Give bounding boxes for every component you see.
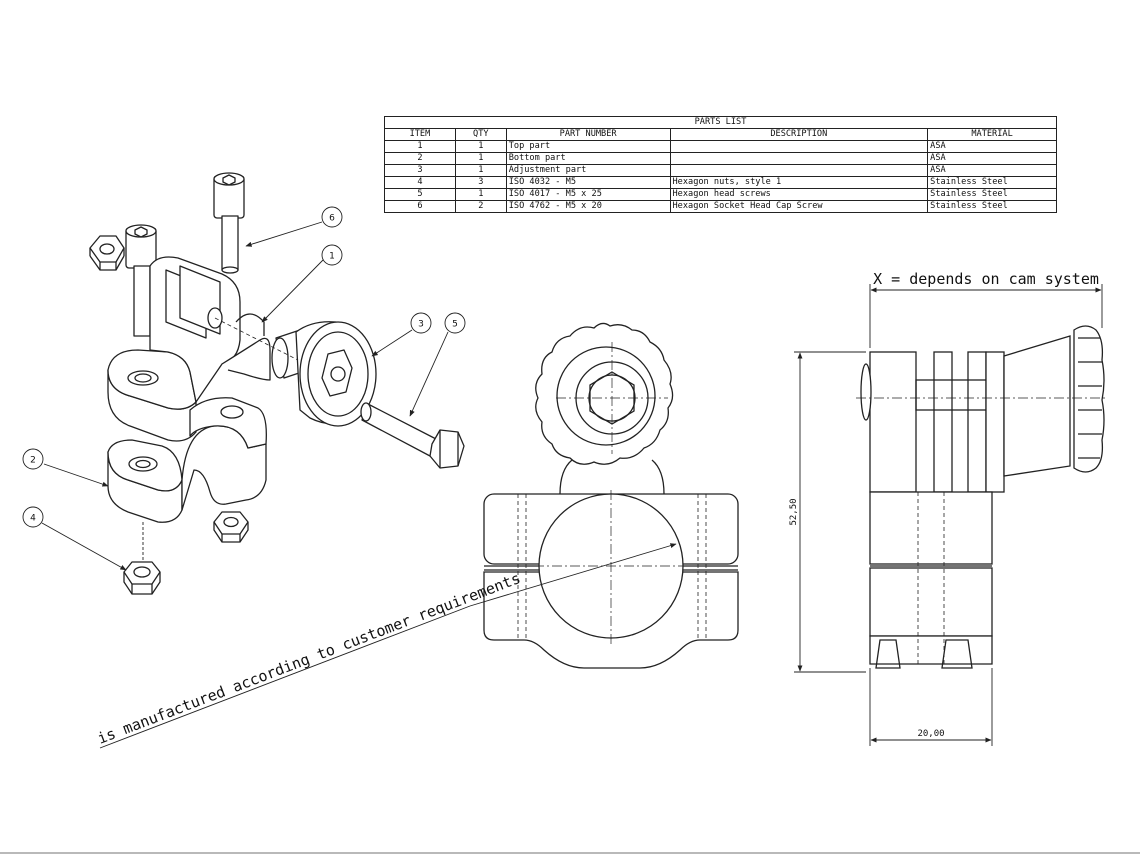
cell-material: ASA [927, 164, 1057, 177]
cell-qty: 3 [454, 176, 507, 189]
header-part-number: PART NUMBER [505, 128, 671, 141]
dimensions [794, 284, 1103, 746]
table-row: 3 1 Adjustment part ASA [384, 164, 1057, 177]
cell-item: 3 [384, 164, 456, 177]
cell-material: Stainless Steel [927, 188, 1057, 201]
hex-nut-top-left [89, 235, 125, 271]
front-view [483, 322, 739, 669]
balloons [22, 206, 466, 528]
side-knob [1073, 325, 1105, 473]
hex-head-screw-5 [360, 402, 465, 469]
cell-qty: 1 [454, 140, 507, 153]
cell-part-number: ISO 4017 - M5 x 25 [505, 188, 671, 201]
balloon-1-label: 1 [329, 252, 335, 262]
cell-material: ASA [927, 152, 1057, 165]
balloon-3 [410, 312, 432, 334]
cell-part-number: ISO 4032 - M5 [505, 176, 671, 189]
page-bottom-rule [0, 852, 1140, 854]
header-qty: QTY [454, 128, 507, 141]
parts-list-header-row: ITEM QTY PART NUMBER DESCRIPTION MATERIA… [384, 128, 1057, 141]
cell-description: Hexagon Socket Head Cap Screw [669, 200, 929, 213]
cap-screw-6-upper [213, 172, 245, 274]
balloon-5-label: 5 [452, 320, 458, 330]
x-dimension-text: X = depends on cam system [873, 270, 1099, 288]
cell-item: 2 [384, 152, 456, 165]
balloon-6 [321, 206, 343, 228]
balloon-5 [444, 312, 466, 334]
cell-qty: 2 [454, 200, 507, 213]
isometric-exploded-view [89, 172, 465, 595]
table-row: 5 1 ISO 4017 - M5 x 25 Hexagon head scre… [384, 188, 1057, 201]
balloon-1 [321, 244, 343, 266]
cell-item: 4 [384, 176, 456, 189]
table-row: 2 1 Bottom part ASA [384, 152, 1057, 165]
cell-item: 6 [384, 200, 456, 213]
balloon-3-label: 3 [418, 320, 424, 330]
cell-qty: 1 [454, 164, 507, 177]
cell-part-number: Adjustment part [505, 164, 671, 177]
hex-nut-lower-right [213, 511, 249, 543]
table-row: 4 3 ISO 4032 - M5 Hexagon nuts, style 1 … [384, 176, 1057, 189]
note-leader [469, 543, 677, 607]
cell-part-number: Bottom part [505, 152, 671, 165]
cell-part-number: Top part [505, 140, 671, 153]
hex-nut-4 [123, 561, 161, 595]
cell-description [669, 164, 929, 177]
parts-list-title: PARTS LIST [384, 116, 1057, 129]
width-dimension-text: 20,00 [917, 729, 944, 739]
cell-material: Stainless Steel [927, 176, 1057, 189]
balloon-2-label: 2 [30, 456, 36, 466]
cell-description [669, 140, 929, 153]
cell-description: Hexagon head screws [669, 188, 929, 201]
top-part-1 [107, 256, 271, 442]
header-description: DESCRIPTION [669, 128, 929, 141]
note-text: is manufactured according to customer re… [95, 569, 523, 748]
header-material: MATERIAL [927, 128, 1057, 141]
cell-item: 1 [384, 140, 456, 153]
side-view [856, 325, 1106, 669]
cell-item: 5 [384, 188, 456, 201]
cap-screw-6-lower [125, 224, 157, 337]
height-dimension-text: 52,50 [789, 498, 799, 525]
adjustment-part-3 [271, 321, 377, 427]
cell-material: ASA [927, 140, 1057, 153]
cell-description [669, 152, 929, 165]
cell-description: Hexagon nuts, style 1 [669, 176, 929, 189]
balloon-2 [22, 448, 44, 470]
header-item: ITEM [384, 128, 456, 141]
parts-list-table: PARTS LIST ITEM QTY PART NUMBER DESCRIPT… [384, 116, 1057, 213]
balloon-leaders [41, 221, 449, 571]
cell-material: Stainless Steel [927, 200, 1057, 213]
cell-qty: 1 [454, 152, 507, 165]
cell-part-number: ISO 4762 - M5 x 20 [505, 200, 671, 213]
balloon-4-label: 4 [30, 514, 36, 524]
bottom-part-2 [107, 397, 267, 560]
table-row: 6 2 ISO 4762 - M5 x 20 Hexagon Socket He… [384, 200, 1057, 213]
cell-qty: 1 [454, 188, 507, 201]
note-underline [99, 605, 471, 749]
table-row: 1 1 Top part ASA [384, 140, 1057, 153]
balloon-4 [22, 506, 44, 528]
balloon-6-label: 6 [329, 214, 335, 224]
